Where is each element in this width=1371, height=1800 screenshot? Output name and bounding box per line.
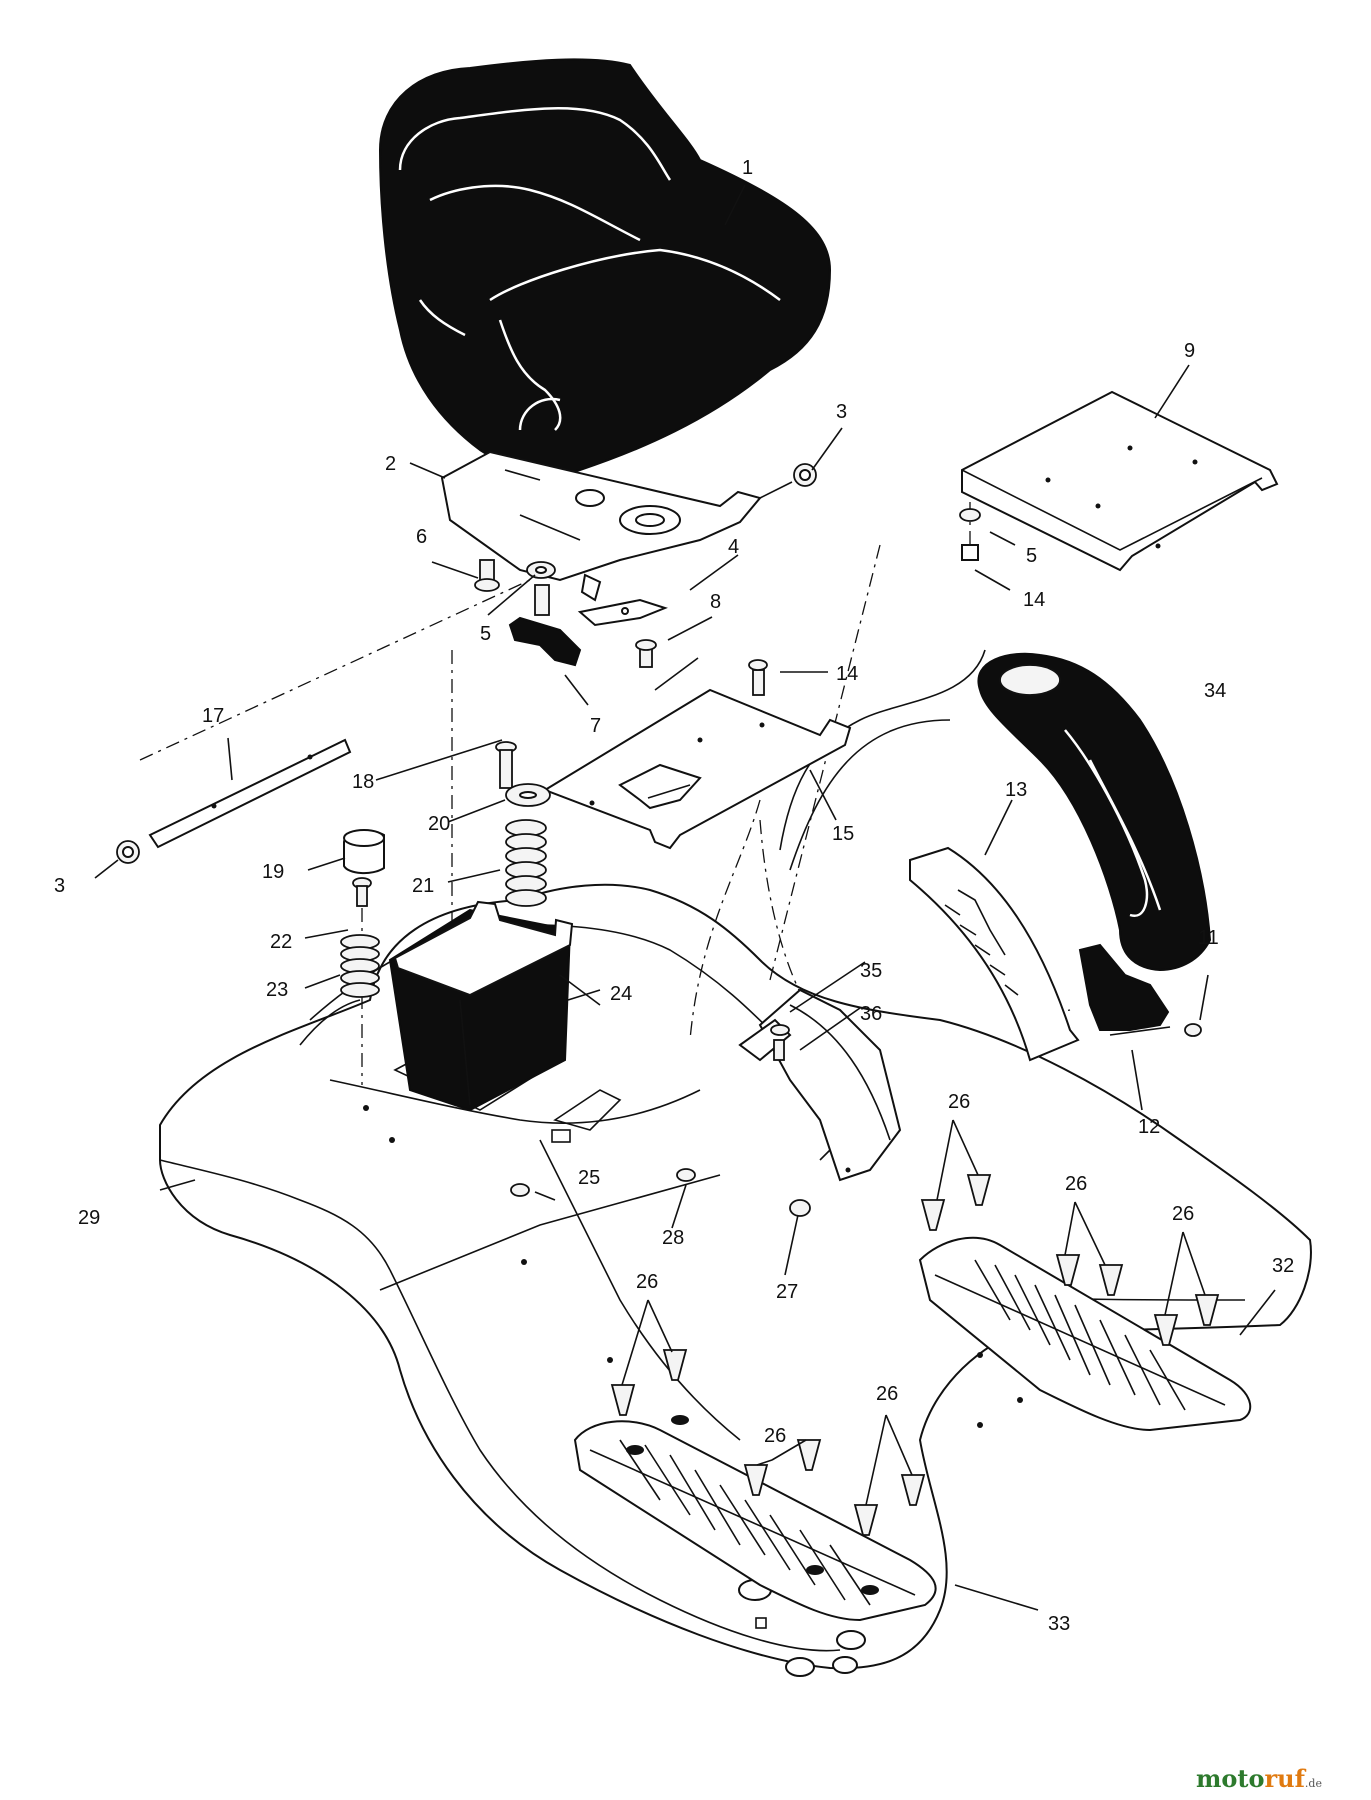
footrest-left [573, 1415, 937, 1622]
callout-33: 33 [1048, 1613, 1070, 1635]
watermark-suffix: .de [1305, 1777, 1322, 1790]
watermark: motoruf.de [1196, 1764, 1322, 1793]
callout-12: 12 [1138, 1116, 1160, 1138]
spring-21 [505, 819, 547, 907]
callout-17: 17 [202, 705, 224, 727]
lever-guide [909, 846, 1080, 1062]
callout-21: 21 [412, 875, 434, 897]
callout-5-seat: 5 [480, 623, 491, 645]
watermark-ruf: ruf [1265, 1764, 1307, 1793]
callout-19: 19 [262, 861, 284, 883]
callout-6: 6 [416, 526, 427, 548]
callout-13: 13 [1005, 779, 1027, 801]
footrest-right-ribs [974, 1259, 1186, 1411]
spring-stack-center [495, 741, 551, 907]
push-pins [510, 1168, 1220, 1536]
callout-1: 1 [742, 157, 753, 179]
callout-23: 23 [266, 979, 288, 1001]
callout-26-c: 26 [1172, 1203, 1194, 1225]
seat [378, 58, 832, 475]
callout-25: 25 [578, 1167, 600, 1189]
fender-extension [738, 988, 902, 1182]
watermark-moto: moto [1196, 1764, 1265, 1793]
callout-labels: 1 2 3 3 4 5 5 6 7 8 9 11 12 13 14 14 15 … [54, 157, 1294, 1635]
callout-26-a: 26 [948, 1091, 970, 1113]
callout-20: 20 [428, 813, 450, 835]
callout-14-plate: 14 [1023, 589, 1045, 611]
shift-knob [1078, 943, 1202, 1037]
callout-34: 34 [1204, 680, 1226, 702]
spring-stack-left [340, 829, 385, 998]
pivot-nut-3 [759, 463, 817, 499]
armrest-trim [977, 652, 1212, 972]
callout-36: 36 [860, 1003, 882, 1025]
callout-7: 7 [590, 715, 601, 737]
callout-15: 15 [832, 823, 854, 845]
callout-29: 29 [78, 1207, 100, 1229]
callout-26-b: 26 [1065, 1173, 1087, 1195]
callout-3-left: 3 [54, 875, 65, 897]
callout-14-bracket: 14 [836, 663, 858, 685]
storage-tray [388, 900, 574, 1112]
callout-26-e: 26 [764, 1425, 786, 1447]
callout-11: 11 [1198, 927, 1219, 949]
leader-lines [94, 184, 1276, 1611]
callout-32: 32 [1272, 1255, 1294, 1277]
callout-18: 18 [352, 771, 374, 793]
pivot-rod [116, 738, 352, 864]
callout-3-top: 3 [836, 401, 847, 423]
callout-35: 35 [860, 960, 882, 982]
footrest-right [918, 1236, 1252, 1432]
callout-27: 27 [776, 1281, 798, 1303]
seat-pan [440, 450, 762, 602]
mount-bracket [542, 659, 852, 850]
callout-2: 2 [385, 453, 396, 475]
callout-28: 28 [662, 1227, 684, 1249]
seat-fasteners [474, 559, 657, 668]
callout-22: 22 [270, 931, 292, 953]
callout-24: 24 [610, 983, 632, 1005]
footrest-left-ribs [619, 1439, 871, 1606]
callout-8: 8 [710, 591, 721, 613]
callout-4: 4 [728, 536, 739, 558]
callout-26-d: 26 [636, 1271, 658, 1293]
callout-5-plate: 5 [1026, 545, 1037, 567]
cover-plate [959, 390, 1279, 572]
seat-lever [577, 598, 668, 627]
callout-9: 9 [1184, 340, 1195, 362]
svg-text:motoruf.de: motoruf.de [1196, 1764, 1322, 1793]
callout-26-f: 26 [876, 1383, 898, 1405]
